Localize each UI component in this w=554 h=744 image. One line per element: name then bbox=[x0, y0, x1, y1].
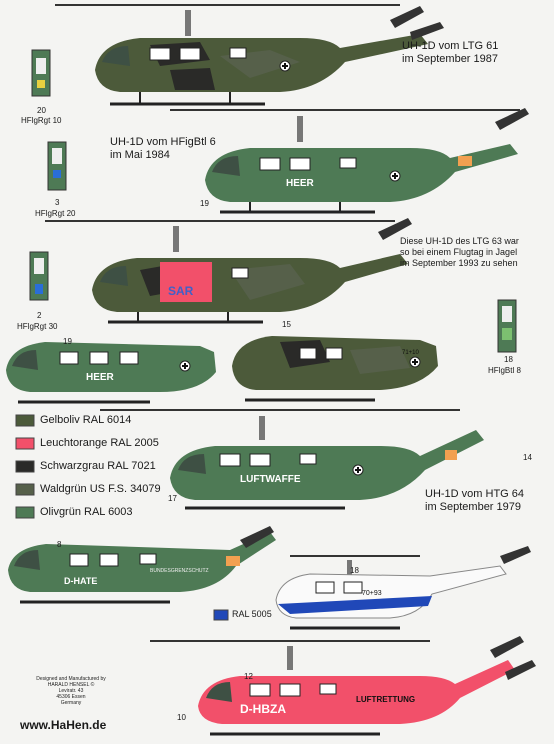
unit-label-hfigrgt20: HFlgRgt 20 bbox=[35, 209, 76, 218]
marking-luftrettung: LUFTRETTUNG bbox=[356, 695, 416, 704]
credits-line1: Designed and Manufactured by bbox=[36, 676, 106, 682]
legend-gelboliv: Gelboliv RAL 6014 bbox=[40, 414, 132, 426]
unit-badge-hfigbtl8 bbox=[497, 299, 517, 353]
swatch-olivgruen bbox=[15, 506, 35, 519]
marking-7093: 70+93 bbox=[362, 590, 382, 597]
legend-ral5005: RAL 5005 bbox=[232, 609, 272, 619]
unit-badge-hfigrgt10 bbox=[31, 49, 51, 97]
marking-7110: 71+10 bbox=[402, 350, 419, 356]
legend-waldgruen: Waldgrün US F.S. 34079 bbox=[40, 483, 161, 495]
swatch-gelboliv bbox=[15, 414, 35, 427]
credits-line5: Germany bbox=[60, 700, 82, 706]
unit-badge-hfigrgt20 bbox=[47, 141, 67, 191]
credits-line4: 45306 Essen bbox=[56, 694, 86, 700]
marking-luftwaffe: LUFTWAFFE bbox=[240, 474, 301, 485]
marking-dhbza: D-HBZA bbox=[240, 702, 286, 716]
swatch-leuchtorange bbox=[15, 437, 35, 450]
swatch-schwarzgrau bbox=[15, 460, 35, 473]
swatch-ral5005 bbox=[213, 609, 229, 621]
callout-20: 20 bbox=[37, 106, 46, 115]
callout-14: 14 bbox=[523, 453, 532, 462]
helicopter-hfigbtl6 bbox=[170, 108, 529, 214]
callout-8: 8 bbox=[57, 540, 62, 549]
credits-block: Designed and Manufactured by HARALD HENS… bbox=[16, 676, 126, 706]
credits-line3: Leviratr. 43 bbox=[58, 688, 84, 694]
callout-12: 12 bbox=[244, 672, 253, 681]
callout-15: 15 bbox=[282, 320, 291, 329]
helicopter-luftwaffe bbox=[100, 409, 484, 510]
marking-dhate: D-HATE bbox=[64, 576, 98, 586]
callout-2: 2 bbox=[37, 311, 42, 320]
legend-schwarzgrau: Schwarzgrau RAL 7021 bbox=[40, 460, 156, 472]
caption-htg64: UH-1D vom HTG 64 im September 1979 bbox=[425, 488, 525, 513]
caption-hfigbtl6: UH-1D vom HFigBtl 6 im Mai 1984 bbox=[110, 136, 216, 161]
legend-leuchtorange: Leuchtorange RAL 2005 bbox=[40, 437, 159, 449]
unit-label-hfigrgt10: HFlgRgt 10 bbox=[21, 116, 62, 125]
caption-ltg63: Diese UH-1D des LTG 63 war so bei einem … bbox=[400, 236, 519, 268]
unit-label-hfigrgt30: HFlgRgt 30 bbox=[17, 322, 58, 331]
marking-sar: SAR bbox=[168, 284, 194, 298]
marking-bundesgrenzschutz: BUNDESGRENZSCHUTZ bbox=[150, 568, 209, 574]
swatch-waldgruen bbox=[15, 483, 35, 496]
caption-ltg61: UH-1D vom LTG 61 im September 1987 bbox=[402, 40, 499, 65]
marking-heer-1: HEER bbox=[286, 178, 314, 189]
callout-17: 17 bbox=[168, 494, 177, 503]
marking-heer-2: HEER bbox=[86, 372, 114, 383]
callout-10: 10 bbox=[177, 713, 186, 722]
helicopter-camo-right bbox=[232, 336, 438, 402]
callout-19a: 19 bbox=[200, 199, 209, 208]
helicopter-white-blue bbox=[275, 546, 531, 630]
callout-18a: 18 bbox=[504, 355, 513, 364]
unit-badge-hfigrgt30 bbox=[29, 251, 49, 301]
legend-olivgruen: Olivgrün RAL 6003 bbox=[40, 506, 133, 518]
credits-line2: HARALD HENSEL © bbox=[47, 682, 95, 688]
helicopter-luftrettung bbox=[150, 636, 536, 736]
callout-3: 3 bbox=[55, 198, 60, 207]
callout-18b: 18 bbox=[350, 566, 359, 575]
callout-19b: 19 bbox=[63, 337, 72, 346]
helicopter-ltg61 bbox=[55, 4, 444, 106]
website-link[interactable]: www.HaHen.de bbox=[20, 718, 107, 732]
helicopter-bgs bbox=[8, 526, 276, 604]
unit-label-hfigbtl8: HFlgBtl 8 bbox=[488, 366, 521, 375]
helicopter-ltg63 bbox=[45, 218, 412, 324]
helicopter-heer-left bbox=[6, 342, 216, 404]
